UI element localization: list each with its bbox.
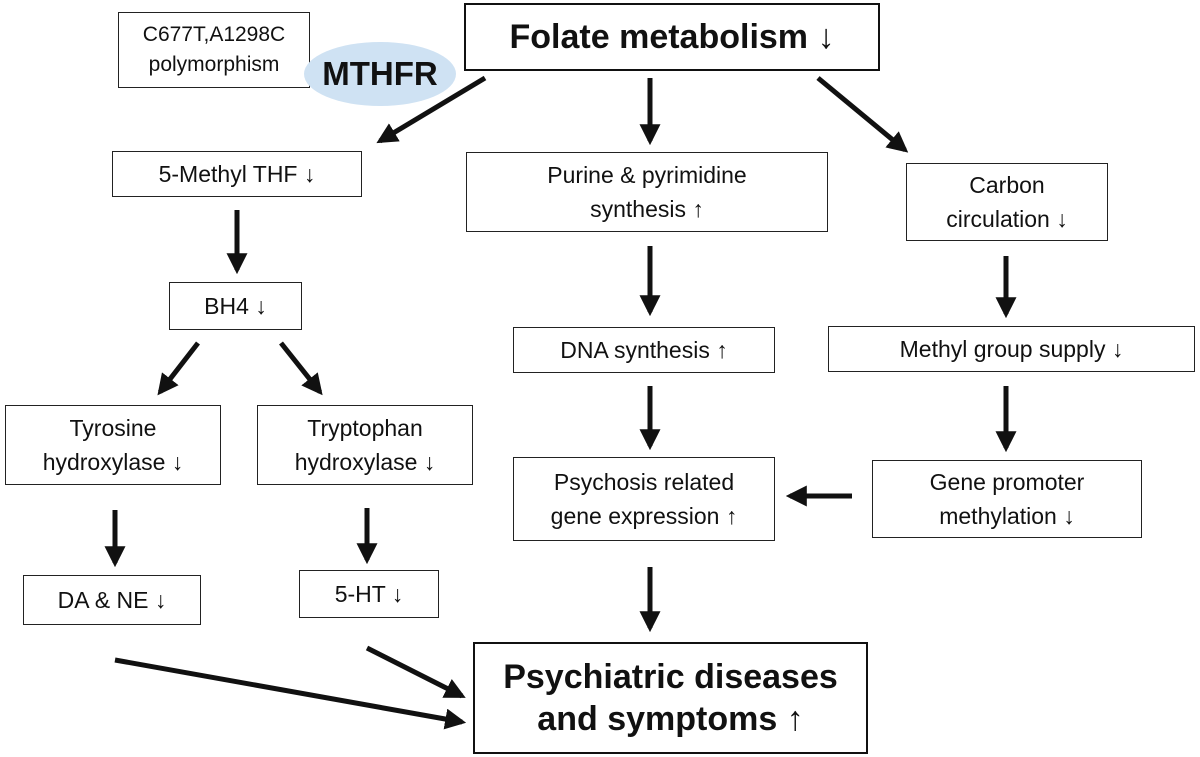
gene-promoter-methylation-box: Gene promoter methylation ↓ [872,460,1142,538]
arrow-bh4-to-tryptophan [279,341,323,396]
dna-synthesis-box: DNA synthesis ↑ [513,327,775,373]
psychiatric-diseases-box: Psychiatric diseases and symptoms ↑ [473,642,868,754]
tyrosine-hydroxylase-box: Tyrosine hydroxylase ↓ [5,405,221,485]
polymorphism-box: C677T,A1298C polymorphism [118,12,310,88]
arrow-da_ne-to-psychiatric [114,657,467,730]
purine-pyrimidine-box: Purine & pyrimidine synthesis ↑ [466,152,828,232]
serotonin-box: 5-HT ↓ [299,570,439,618]
mthfr-ellipse: MTHFR [304,42,456,106]
methyl-thf-box: 5-Methyl THF ↓ [112,151,362,197]
arrow-ht-to-psychiatric [365,645,466,699]
folate-metabolism-box: Folate metabolism ↓ [464,3,880,71]
arrow-folate-to-methyl_thf [376,75,487,144]
carbon-circulation-box: Carbon circulation ↓ [906,163,1108,241]
arrow-folate-to-carbon [816,76,909,153]
da-ne-box: DA & NE ↓ [23,575,201,625]
bh4-box: BH4 ↓ [169,282,302,330]
methyl-group-supply-box: Methyl group supply ↓ [828,326,1195,372]
tryptophan-hydroxylase-box: Tryptophan hydroxylase ↓ [257,405,473,485]
psychosis-gene-expression-box: Psychosis related gene expression ↑ [513,457,775,541]
arrow-bh4-to-tyrosine [157,341,200,396]
